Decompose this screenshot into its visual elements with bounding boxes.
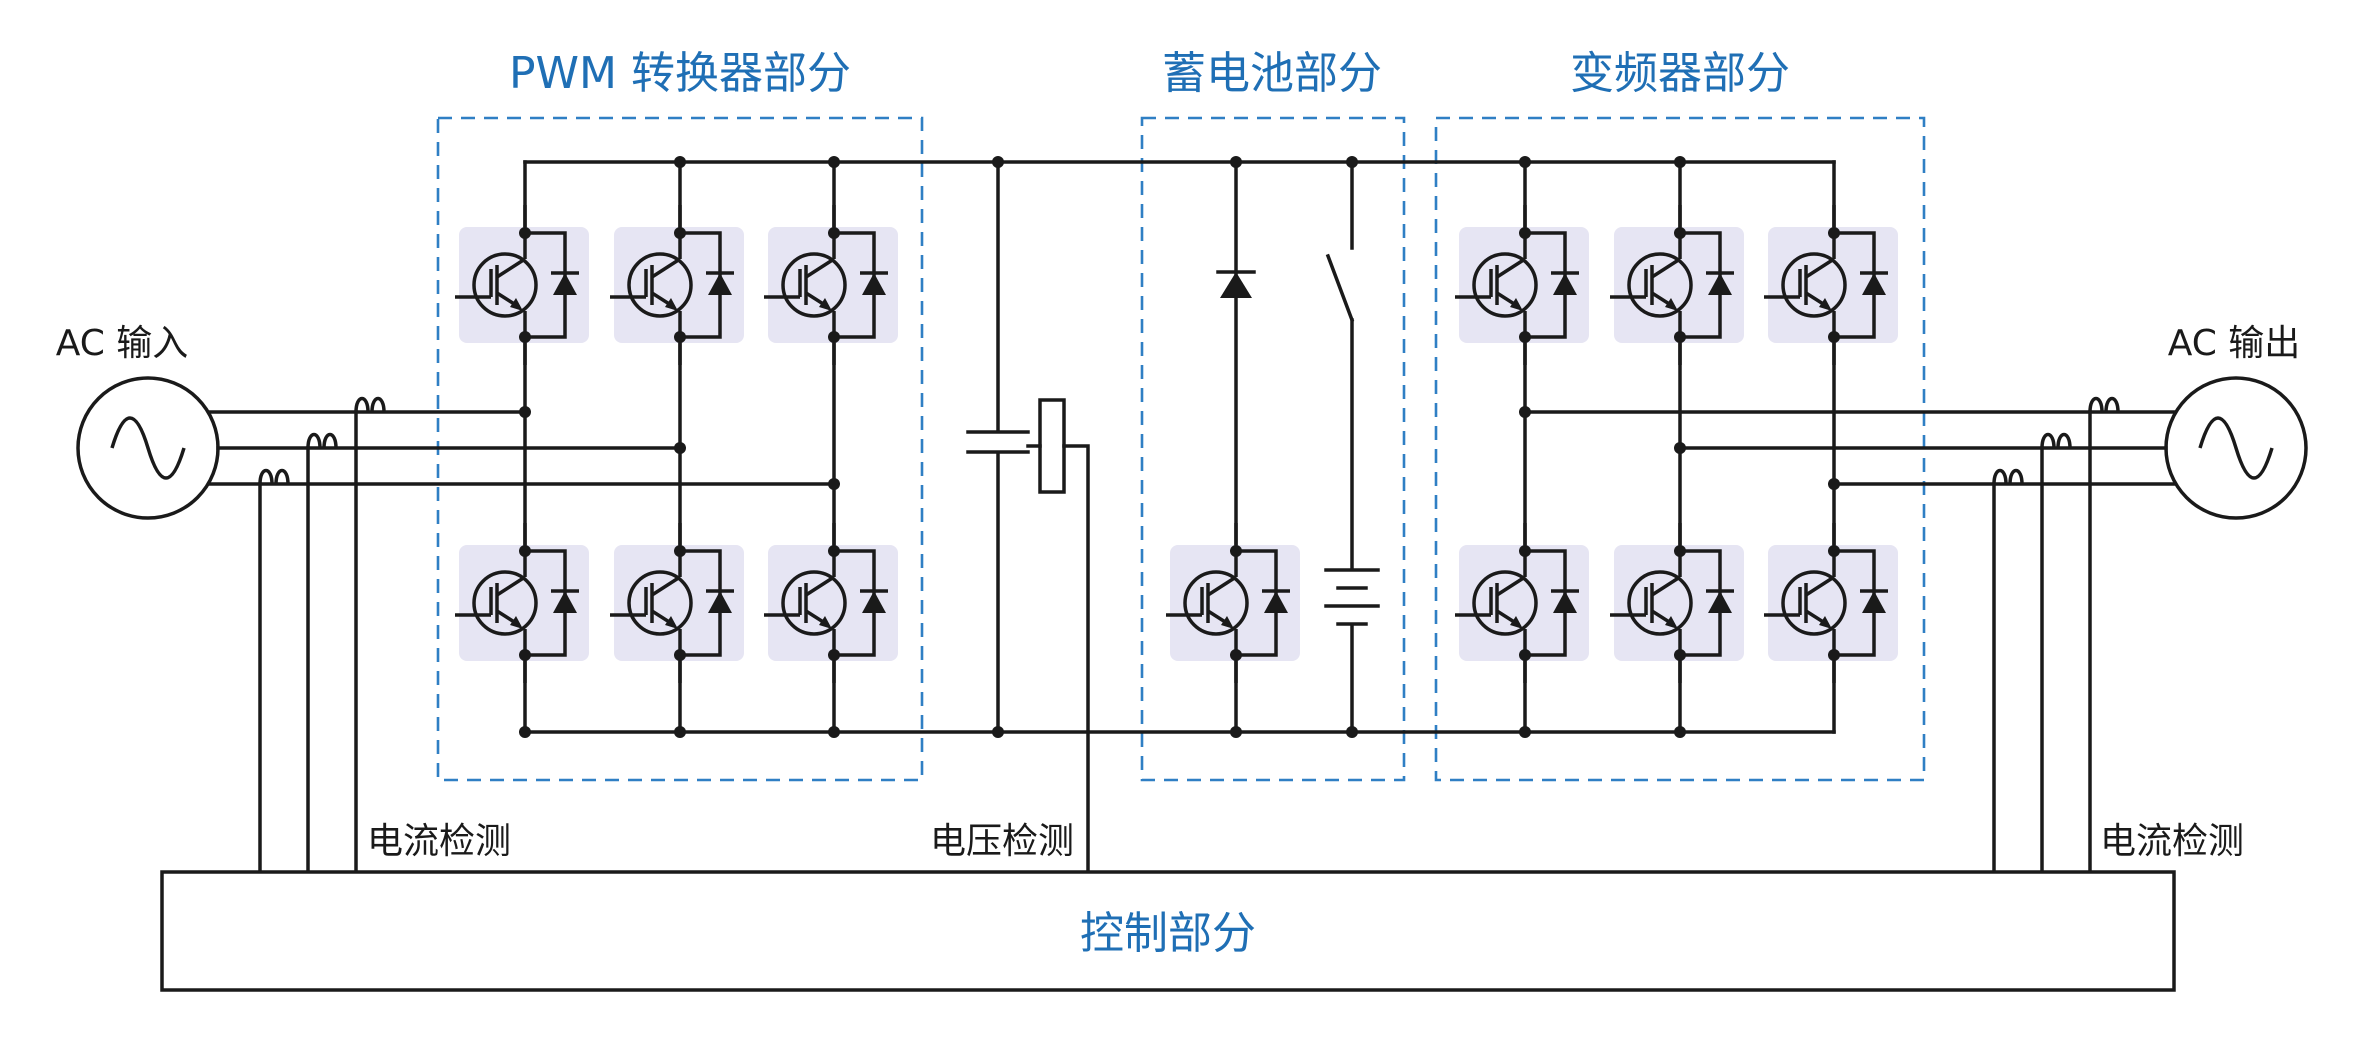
coil-icon (1992, 468, 2024, 486)
current-sense-label-left: 电流检测 (367, 821, 511, 862)
igbt-pwm-lower-2 (608, 521, 746, 685)
igbt-pwm-lower-1 (453, 521, 591, 685)
sine-wave-icon (110, 416, 186, 480)
input-current-transformers (258, 396, 386, 872)
coil-icon (306, 432, 338, 450)
control-section-box (160, 870, 2176, 992)
battery-title: 蓄电池部分 (1162, 48, 1382, 99)
igbt-inv-lower-2 (1608, 521, 1746, 685)
igbt-inv-lower-3 (1762, 521, 1900, 685)
sine-wave-icon (2198, 416, 2274, 480)
ac-input-phase-lines (208, 406, 840, 490)
coil-icon (2088, 396, 2120, 414)
current-sense-label-right: 电流检测 (2100, 821, 2244, 862)
dc-link-electrolytic-capacitor (1026, 398, 1090, 872)
battery-chopper (1164, 156, 1302, 738)
ac-input-label: AC 输入 (56, 323, 189, 364)
battery-switch (1325, 253, 1355, 323)
igbt-pwm-upper-3 (762, 203, 900, 367)
igbt-inv-lower-1 (1453, 521, 1591, 685)
ac-input-source (76, 376, 220, 520)
control-section-title: 控制部分 (1080, 908, 1256, 959)
igbt-pwm-upper-2 (608, 203, 746, 367)
ac-output-source (2164, 376, 2308, 520)
inverter-title: 变频器部分 (1570, 48, 1790, 99)
battery-icon (1324, 568, 1380, 626)
coil-icon (354, 396, 386, 414)
dc-link-capacitor (966, 156, 1030, 738)
coil-icon (258, 468, 290, 486)
battery-branch (1324, 156, 1380, 738)
ac-output-phase-lines (1519, 406, 2176, 490)
igbt-battery (1164, 521, 1302, 685)
igbt-pwm-lower-3 (762, 521, 900, 685)
output-current-transformers (1992, 396, 2120, 872)
igbt-inv-upper-1 (1453, 203, 1591, 367)
igbt-inv-upper-2 (1608, 203, 1746, 367)
battery-border (1140, 116, 1406, 782)
igbt-pwm-upper-1 (453, 203, 591, 367)
igbt-inv-upper-3 (1762, 203, 1900, 367)
ac-output-label: AC 输出 (2168, 323, 2301, 364)
chopper-diode (1220, 272, 1252, 298)
pwm-converter-title: PWM 转换器部分 (509, 48, 851, 99)
coil-icon (2040, 432, 2072, 450)
voltage-sense-label: 电压检测 (930, 821, 1074, 862)
